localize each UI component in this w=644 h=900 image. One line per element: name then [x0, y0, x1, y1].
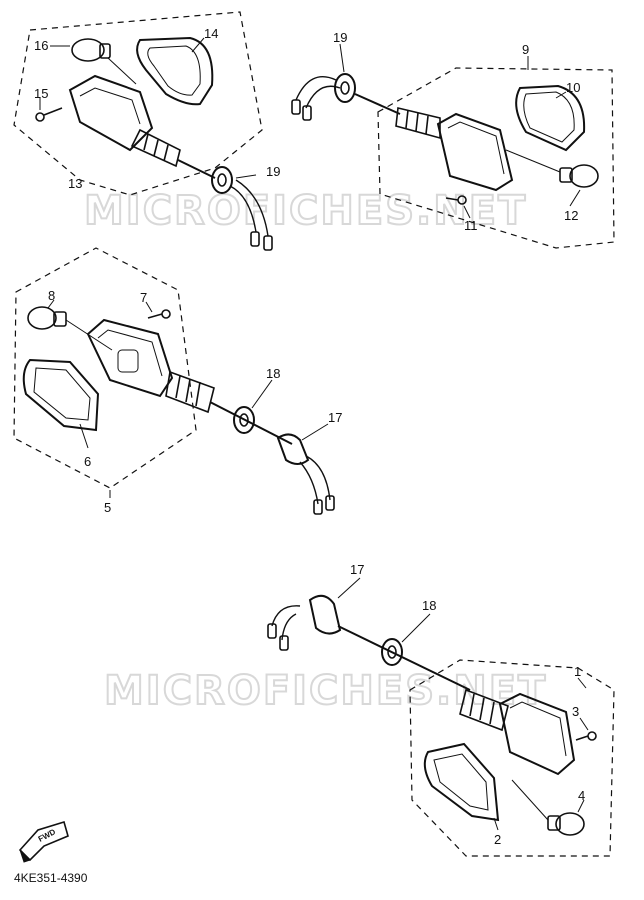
callout-2: 2 [494, 832, 501, 847]
callout-3: 3 [572, 704, 579, 719]
callout-5: 5 [104, 500, 111, 515]
turn-signal-assembly-1 [267, 577, 615, 857]
diagram-code: 4KE351-4390 [14, 871, 88, 885]
callout-17-upper: 17 [328, 410, 342, 425]
callout-15: 15 [34, 86, 48, 101]
callout-7: 7 [140, 290, 147, 305]
callout-1: 1 [574, 664, 581, 679]
callout-18-lower: 18 [422, 598, 436, 613]
callout-16: 16 [34, 38, 48, 53]
callout-18-upper: 18 [266, 366, 280, 381]
callout-9: 9 [522, 42, 529, 57]
callout-13: 13 [68, 176, 82, 191]
callout-8: 8 [48, 288, 55, 303]
turn-signal-assembly-5 [13, 247, 335, 515]
callout-19-right: 19 [333, 30, 347, 45]
callout-10: 10 [566, 80, 580, 95]
callout-12: 12 [564, 208, 578, 223]
callout-4: 4 [578, 788, 585, 803]
callout-17-lower: 17 [350, 562, 364, 577]
callout-19-left: 19 [266, 164, 280, 179]
turn-signal-assembly-13 [13, 11, 273, 251]
watermark-lower: MICROFICHES.NET [104, 668, 547, 714]
watermark-upper: MICROFICHES.NET [84, 188, 527, 234]
callout-14: 14 [204, 26, 218, 41]
forward-arrow-icon: FWD [18, 820, 69, 863]
callout-11: 11 [464, 218, 478, 233]
callout-6: 6 [84, 454, 91, 469]
turn-signal-assembly-9 [291, 43, 615, 249]
